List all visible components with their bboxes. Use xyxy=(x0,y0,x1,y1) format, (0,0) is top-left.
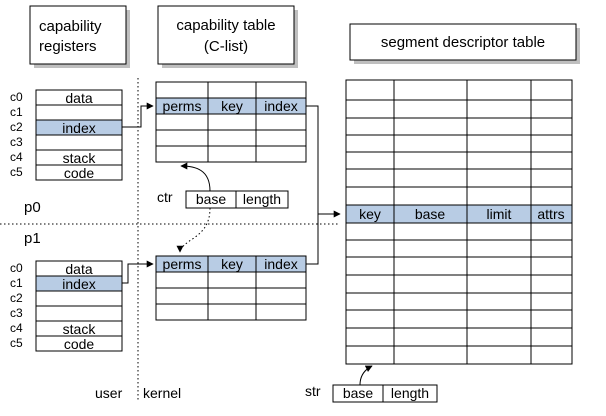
p1-register-value: stack xyxy=(63,321,97,337)
capability-table-title-line2: (C-list) xyxy=(204,38,248,55)
p1-register-name: c0 xyxy=(10,261,23,275)
p0-register-name: c5 xyxy=(10,165,23,179)
p1-register-c2 xyxy=(35,290,123,307)
capability-registers-title: capability registers xyxy=(29,5,130,68)
p0-register-value: code xyxy=(64,165,95,181)
p0-register-value: stack xyxy=(63,150,97,166)
str-field: base xyxy=(343,385,374,401)
ctr-register: ctr base length xyxy=(157,189,289,209)
segment-header: attrs xyxy=(537,206,564,222)
p0-register-c1 xyxy=(35,104,123,121)
ctr-field: length xyxy=(243,191,281,207)
capability-table-title: capability table (C-list) xyxy=(157,5,298,68)
p1-register-file: data index stack code c0 c1 c2 c3 c4 c5 xyxy=(10,260,123,352)
p1-register-value: code xyxy=(64,336,95,352)
p0-clist-header: index xyxy=(264,98,297,114)
p1-register-name: c3 xyxy=(10,306,23,320)
ctr-to-p1-clist-arrow xyxy=(176,207,211,253)
p0-register-name: c2 xyxy=(10,120,23,134)
ctr-to-p0-clist-arrow xyxy=(180,162,211,192)
p1-clist-header: key xyxy=(221,256,243,272)
p0-register-file: data index stack code c0 c1 c2 c3 c4 c5 xyxy=(10,89,123,181)
p0-register-value: index xyxy=(62,120,95,136)
user-label: user xyxy=(95,385,123,401)
p1-register-name: c5 xyxy=(10,336,23,350)
segment-descriptor-table: key base limit attrs xyxy=(345,79,573,365)
p1-register-to-clist-arrow xyxy=(122,260,154,284)
str-to-segment-table-arrow xyxy=(359,365,373,386)
p1-register-value: index xyxy=(62,276,95,292)
p0-label: p0 xyxy=(24,199,41,216)
p1-clist-table: perms key index xyxy=(155,255,307,321)
p1-clist-header: perms xyxy=(163,256,202,272)
p0-clist-header: key xyxy=(221,98,243,114)
capability-registers-title-line1: capability xyxy=(39,18,102,35)
capability-registers-title-line2: registers xyxy=(39,38,97,55)
p0-register-to-clist-arrow xyxy=(122,102,154,128)
segment-header: key xyxy=(359,206,381,222)
str-field: length xyxy=(391,385,429,401)
p0-register-value: data xyxy=(65,90,92,106)
str-label: str xyxy=(305,383,321,399)
capability-table-title-line1: capability table xyxy=(176,17,275,34)
p1-register-value: data xyxy=(65,261,92,277)
p0-clist-table: perms key index xyxy=(155,81,307,163)
segment-descriptor-table-title: segment descriptor table xyxy=(349,23,580,64)
p1-register-c5 xyxy=(35,335,123,352)
p0-clist-header: perms xyxy=(163,98,202,114)
segment-header: limit xyxy=(487,206,512,222)
p0-register-name: c3 xyxy=(10,135,23,149)
segment-descriptor-table-title-text: segment descriptor table xyxy=(381,34,545,51)
p1-clist-header: index xyxy=(264,256,297,272)
kernel-label: kernel xyxy=(143,385,181,401)
p1-register-c3 xyxy=(35,305,123,322)
clist-to-segment-connector xyxy=(306,105,319,265)
p0-register-name: c0 xyxy=(10,90,23,104)
str-register: str base length xyxy=(305,383,438,403)
p0-register-c3 xyxy=(35,134,123,151)
p1-register-name: c1 xyxy=(10,276,23,290)
p0-register-c5 xyxy=(35,164,123,181)
ctr-field: base xyxy=(196,191,227,207)
p0-register-name: c1 xyxy=(10,105,23,119)
p1-label: p1 xyxy=(24,230,41,247)
segment-header: base xyxy=(415,206,446,222)
ctr-label: ctr xyxy=(157,189,173,205)
p1-register-name: c4 xyxy=(10,321,23,335)
p1-register-name: c2 xyxy=(10,291,23,305)
p0-register-name: c4 xyxy=(10,150,23,164)
